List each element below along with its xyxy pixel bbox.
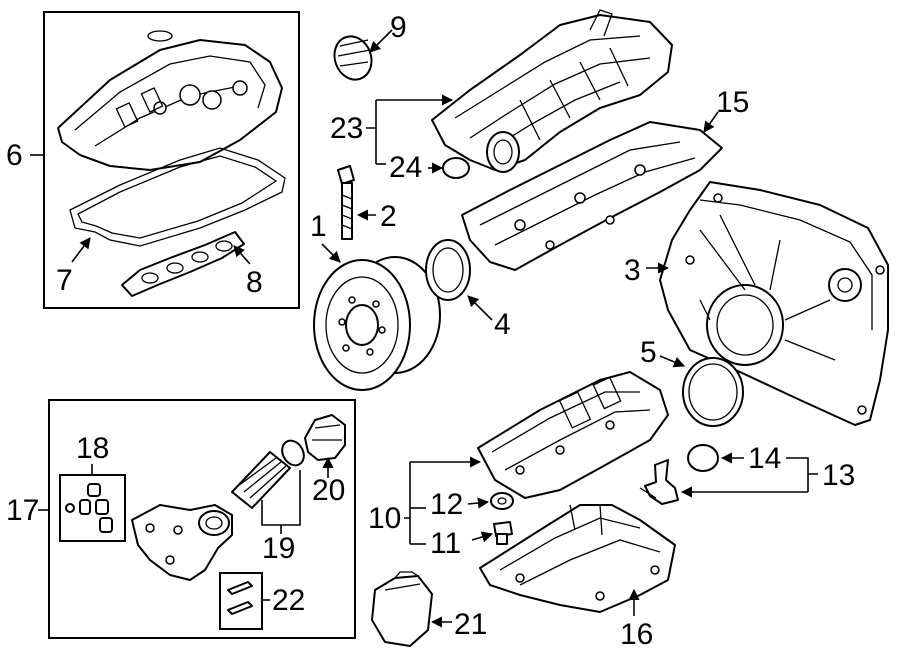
callout-24: 24 [389, 151, 422, 184]
cover-plug[interactable] [687, 444, 719, 472]
callout-12: 12 [430, 488, 463, 521]
callout-17: 17 [6, 494, 39, 527]
callout-4: 4 [494, 308, 511, 341]
callout-11: 11 [430, 527, 461, 560]
spark-plug-tube-seals[interactable] [121, 231, 245, 297]
callout-6: 6 [6, 139, 23, 172]
callout-16: 16 [620, 618, 653, 651]
drain-plug-washer[interactable] [490, 492, 514, 510]
front-crankshaft-seal[interactable] [425, 239, 471, 301]
oil-filter-cap[interactable] [304, 414, 346, 461]
engine-timing-cover[interactable] [659, 181, 889, 426]
callout-10: 10 [368, 502, 401, 535]
lower-oil-pan[interactable] [479, 504, 676, 613]
oil-filter-housing[interactable] [131, 504, 233, 581]
callout-14: 14 [748, 442, 781, 475]
filter-housing-clips[interactable] [227, 581, 253, 615]
filter-housing-seals[interactable] [65, 483, 113, 533]
callout-13: 13 [822, 459, 855, 492]
oil-filter-group-box [48, 399, 356, 639]
oil-baffle-plate[interactable] [461, 121, 723, 271]
intake-manifold[interactable] [431, 9, 673, 173]
callout-2: 2 [380, 200, 397, 233]
oil-filler-cap[interactable] [329, 31, 378, 85]
filter-o-ring[interactable] [278, 437, 308, 470]
oil-pan-cover[interactable] [371, 571, 433, 647]
callout-20: 20 [312, 474, 345, 507]
upper-oil-pan[interactable] [477, 371, 669, 499]
manifold-plug[interactable] [442, 157, 470, 179]
callout-23: 23 [330, 112, 363, 145]
oil-level-sensor[interactable] [639, 459, 679, 505]
callout-22: 22 [272, 584, 305, 617]
callout-21: 21 [454, 608, 487, 641]
callout-19: 19 [262, 532, 295, 565]
valve-cover-gasket[interactable] [69, 147, 286, 247]
crankshaft-pulley[interactable] [313, 256, 441, 391]
clip-kit-box [219, 572, 263, 630]
crankshaft-bolt[interactable] [337, 165, 355, 240]
callout-15: 15 [716, 86, 749, 119]
rear-crankshaft-seal[interactable] [682, 357, 744, 427]
oil-filter-element[interactable] [231, 451, 291, 509]
valve-cover[interactable] [57, 30, 283, 171]
callout-8: 8 [246, 266, 263, 299]
callout-3: 3 [624, 254, 641, 287]
callout-9: 9 [390, 11, 407, 44]
callout-7: 7 [56, 264, 73, 297]
callout-1: 1 [310, 210, 327, 243]
valve-cover-group-box [43, 11, 300, 309]
oil-drain-plug[interactable] [493, 521, 513, 545]
callout-18: 18 [76, 432, 109, 465]
callout-5: 5 [640, 336, 657, 369]
